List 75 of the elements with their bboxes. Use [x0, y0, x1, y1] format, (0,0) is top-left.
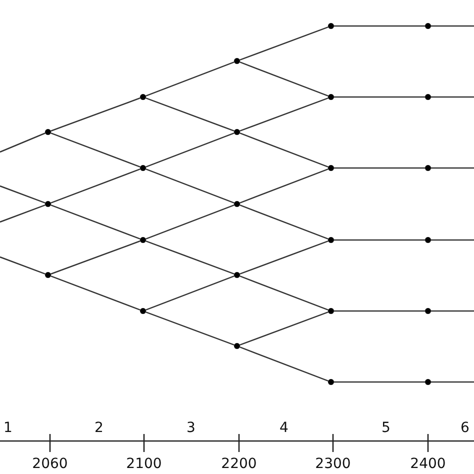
connector-line	[240, 61, 328, 97]
connector-line	[431, 167, 474, 169]
year-label: 2060	[32, 457, 68, 471]
connector-line	[146, 168, 234, 204]
node-dot	[234, 129, 240, 135]
connector-line	[431, 239, 474, 241]
node-dot	[45, 129, 51, 135]
connector-line	[0, 204, 46, 223]
node-dot	[328, 237, 334, 243]
connector-line	[50, 132, 140, 168]
connector-line	[50, 240, 140, 275]
connector-line	[146, 61, 234, 97]
node-dot	[328, 94, 334, 100]
connector-line	[431, 25, 474, 27]
node-dot	[45, 272, 51, 278]
connector-line	[146, 132, 234, 168]
connector-line	[334, 239, 425, 241]
period-number: 2	[94, 421, 104, 435]
node-dot	[234, 272, 240, 278]
connector-line	[431, 381, 474, 383]
connector-line	[240, 132, 328, 168]
connector-line	[0, 256, 46, 275]
node-dot	[425, 308, 431, 314]
connector-line	[240, 240, 328, 275]
node-dot	[328, 23, 334, 29]
connector-line	[240, 346, 328, 382]
connector-line	[146, 204, 234, 240]
node-dot	[328, 308, 334, 314]
connector-line	[0, 185, 46, 204]
year-label: 2100	[126, 457, 162, 471]
node-dot	[234, 201, 240, 207]
node-dot	[140, 165, 146, 171]
connector-line	[431, 96, 474, 98]
node-dot	[425, 94, 431, 100]
connector-line	[334, 310, 425, 312]
period-number: 1	[4, 421, 12, 435]
year-label: 2400	[410, 457, 446, 471]
connector-line	[50, 275, 140, 311]
node-dot	[425, 23, 431, 29]
node-dot	[140, 308, 146, 314]
connector-line	[431, 310, 474, 312]
connector-line	[146, 97, 234, 132]
connector-line	[50, 204, 140, 240]
node-dot	[140, 237, 146, 243]
node-dot	[140, 94, 146, 100]
connector-line	[240, 204, 328, 240]
node-dot	[425, 379, 431, 385]
connector-line	[146, 311, 234, 346]
year-label: 2200	[221, 457, 257, 471]
connector-line	[0, 132, 46, 153]
node-dot	[328, 379, 334, 385]
connector-line	[240, 311, 328, 346]
connector-line	[240, 97, 328, 132]
connector-line	[50, 168, 140, 204]
connector-line	[334, 381, 425, 383]
connector-line	[334, 167, 425, 169]
connector-line	[240, 168, 328, 204]
period-number: 6	[460, 421, 470, 435]
node-dot	[425, 165, 431, 171]
connector-line	[240, 26, 328, 61]
connector-line	[334, 25, 425, 27]
node-dot	[234, 58, 240, 64]
connector-line	[240, 275, 328, 311]
connector-line	[50, 97, 140, 132]
connector-line	[146, 275, 234, 311]
connector-line	[334, 96, 425, 98]
year-label: 2300	[315, 457, 351, 471]
node-dot	[425, 237, 431, 243]
node-dot	[328, 165, 334, 171]
node-dot	[234, 343, 240, 349]
period-number: 5	[382, 421, 390, 435]
node-dot	[45, 201, 51, 207]
period-number: 3	[186, 421, 196, 435]
connector-line	[146, 240, 234, 275]
period-number: 4	[280, 421, 288, 435]
